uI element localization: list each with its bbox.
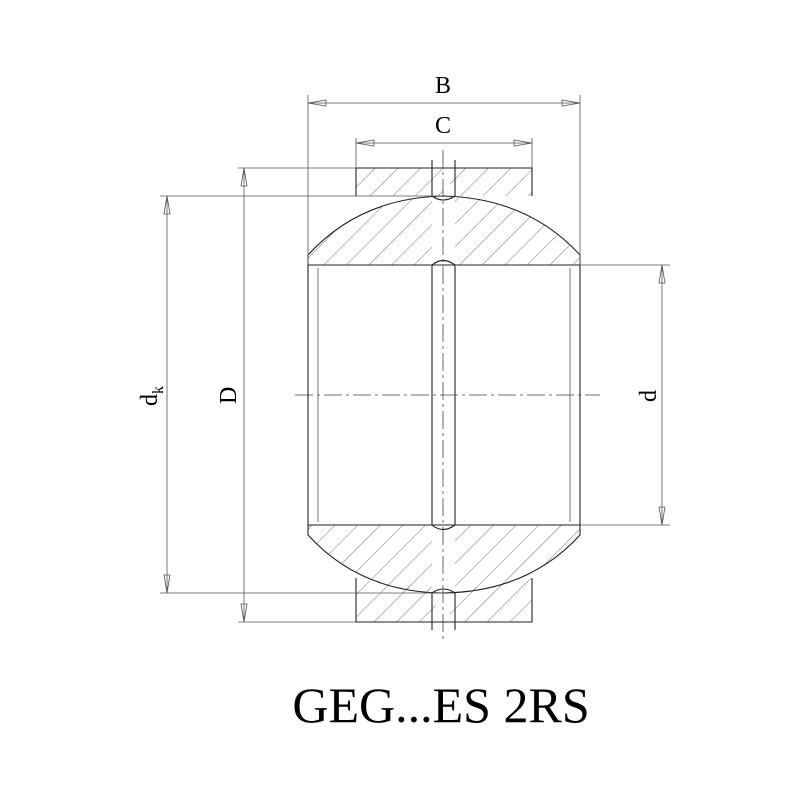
label-dk-main: d bbox=[137, 394, 163, 406]
label-C: C bbox=[435, 113, 451, 139]
label-d: d bbox=[636, 390, 662, 402]
extension-lines bbox=[160, 95, 670, 623]
dimension-B: B bbox=[307, 73, 581, 107]
label-B: B bbox=[435, 73, 451, 99]
drawing-title: GEG...ES 2RS bbox=[292, 677, 589, 733]
label-dk: dk bbox=[137, 386, 167, 406]
dimension-C: C bbox=[355, 113, 533, 147]
dimension-d: d bbox=[636, 264, 666, 526]
dimension-dk: dk bbox=[137, 195, 171, 594]
inner-ring-section bbox=[307, 195, 581, 594]
label-D: D bbox=[216, 387, 242, 404]
dimension-D: D bbox=[216, 167, 248, 623]
label-dk-sub: k bbox=[150, 386, 167, 394]
